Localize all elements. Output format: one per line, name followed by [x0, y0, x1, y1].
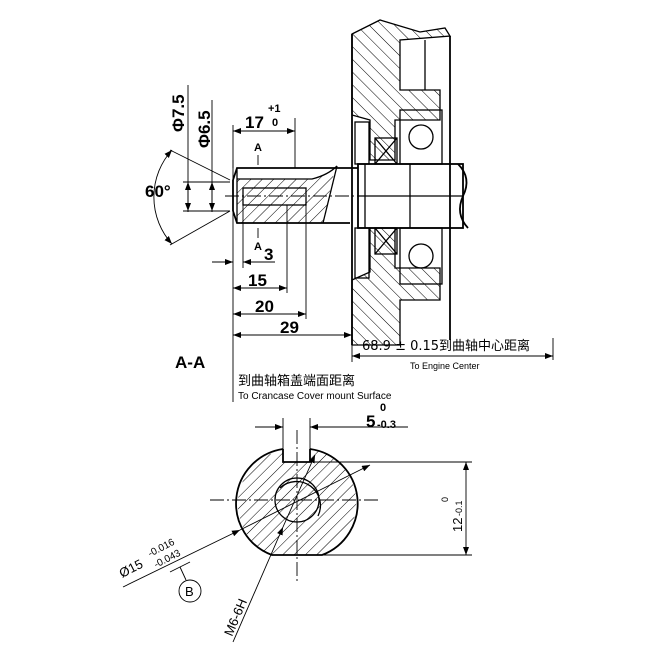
dim-flat-height-lower: -0.1	[454, 500, 464, 516]
bore	[242, 187, 307, 206]
dim-17-lower: 0	[272, 117, 278, 129]
note-crankcase-cn: 到曲轴箱盖端面距离	[238, 373, 355, 389]
dim-20: 20	[255, 297, 274, 316]
note-engine-center-en: To Engine Center	[410, 361, 480, 371]
dim-key-width-upper: 0	[380, 402, 386, 414]
housing-section	[351, 19, 452, 346]
dim-17-upper: +1	[268, 103, 281, 115]
section-mark-bottom: A	[254, 241, 262, 253]
dim-angle-60: 60°	[145, 182, 171, 201]
dim-flat-height-upper: 0	[440, 497, 450, 502]
dim-15: 15	[248, 271, 267, 290]
section-label: A-A	[175, 353, 205, 372]
dim-29: 29	[280, 318, 299, 337]
shaft-section-view	[225, 163, 469, 229]
datum-label: B	[185, 584, 194, 599]
dim-engine-center: 68.9 ± 0.15到曲轴中心距离	[362, 338, 530, 354]
shaft-hatch	[237, 168, 335, 223]
dim-shaft-dia: Ø15	[117, 556, 146, 581]
dim-dia-7-5: Φ7.5	[169, 94, 188, 132]
dim-flat-height: 12	[450, 518, 465, 532]
dim-17: 17	[245, 113, 264, 132]
dim-3: 3	[264, 245, 273, 264]
note-crankcase-en: To Crancase Cover mount Surface	[238, 391, 392, 402]
datum-circle	[178, 579, 202, 603]
dimensions-side	[153, 85, 554, 402]
section-a-a-view	[122, 418, 472, 643]
dim-key-width-lower: -0.3	[377, 419, 396, 431]
housing-hatch-bottom	[351, 227, 441, 346]
dim-key-width: 5	[366, 412, 375, 431]
dim-thread: M6-6H	[221, 596, 250, 638]
dim-dia-6-5: Φ6.5	[195, 110, 214, 148]
section-mark-top: A	[254, 142, 262, 154]
housing-hatch-top	[351, 19, 452, 161]
